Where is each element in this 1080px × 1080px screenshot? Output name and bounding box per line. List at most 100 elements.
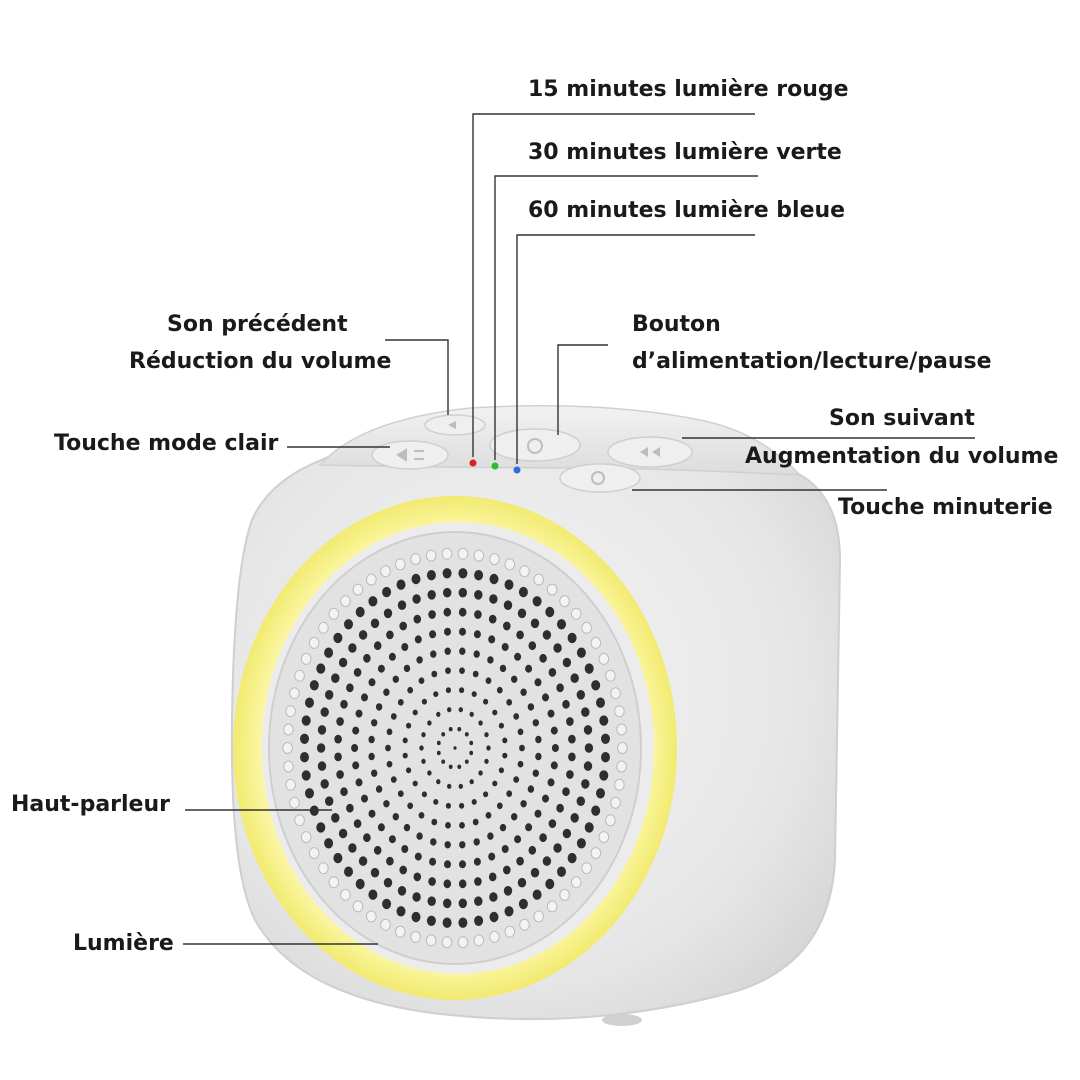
speaker-hole bbox=[444, 647, 451, 655]
leader-power bbox=[557, 344, 608, 435]
speaker-hole bbox=[566, 717, 574, 726]
speaker-hole bbox=[504, 558, 516, 571]
speaker-hole bbox=[484, 732, 489, 738]
speaker-hole bbox=[426, 915, 436, 926]
speaker-hole bbox=[459, 841, 466, 849]
speaker-hole bbox=[383, 608, 393, 619]
speaker-hole bbox=[320, 779, 329, 789]
speaker-hole bbox=[283, 723, 294, 736]
speaker-hole bbox=[371, 769, 378, 777]
speaker-hole bbox=[488, 614, 497, 624]
speaker-hole bbox=[542, 630, 552, 640]
speaker-hole bbox=[443, 587, 452, 598]
speaker-hole bbox=[496, 686, 503, 694]
speaker-hole bbox=[316, 663, 326, 674]
speaker-hole bbox=[433, 799, 439, 805]
label-volume-down: Réduction du volume bbox=[129, 349, 392, 374]
speaker-hole bbox=[473, 630, 481, 639]
speaker-hole bbox=[533, 910, 545, 923]
speaker-hole bbox=[371, 719, 378, 727]
speaker-hole bbox=[355, 778, 363, 787]
speaker-hole bbox=[498, 722, 504, 729]
speaker-hole bbox=[368, 735, 375, 744]
speaker-hole bbox=[471, 691, 477, 697]
speaker-hole bbox=[528, 641, 537, 651]
speaker-hole bbox=[545, 606, 555, 618]
speaker-hole bbox=[411, 911, 421, 923]
speaker-hole bbox=[566, 770, 574, 779]
speaker-hole bbox=[548, 819, 557, 828]
speaker-hole bbox=[305, 788, 314, 799]
speaker-hole bbox=[301, 715, 311, 726]
speaker-hole bbox=[413, 872, 422, 882]
speaker-hole bbox=[406, 722, 412, 729]
speaker-hole bbox=[328, 876, 340, 889]
speaker-hole bbox=[550, 726, 558, 735]
speaker-hole bbox=[403, 823, 411, 832]
speaker-hole bbox=[445, 667, 451, 674]
speaker-hole bbox=[344, 619, 353, 630]
speaker-hole bbox=[401, 643, 409, 651]
speaker-hole bbox=[489, 553, 500, 566]
speaker-hole bbox=[557, 619, 566, 630]
speaker-hole bbox=[300, 752, 309, 763]
leader-red bbox=[472, 113, 755, 457]
label-light-mode: Touche mode clair bbox=[54, 431, 279, 456]
speaker-hole bbox=[316, 743, 326, 753]
speaker-hole bbox=[489, 573, 499, 585]
speaker-hole bbox=[478, 770, 483, 776]
speaker-hole bbox=[469, 750, 474, 756]
speaker-hole bbox=[340, 699, 348, 709]
speaker-hole bbox=[300, 831, 312, 844]
speaker-hole bbox=[368, 678, 376, 687]
speaker-hole bbox=[459, 860, 466, 869]
speaker-hole bbox=[351, 744, 359, 752]
speaker-hole bbox=[338, 657, 348, 668]
speaker-hole bbox=[504, 925, 516, 938]
speaker-hole bbox=[406, 767, 412, 774]
speaker-hole bbox=[388, 835, 396, 844]
speaker-hole bbox=[331, 673, 340, 683]
speaker-hole bbox=[355, 606, 365, 618]
speaker-hole bbox=[421, 758, 426, 764]
speaker-hole bbox=[576, 796, 585, 806]
speaker-hole bbox=[445, 802, 451, 809]
speaker-hole bbox=[511, 813, 518, 821]
speaker-hole bbox=[488, 852, 496, 861]
speaker-hole bbox=[294, 669, 305, 682]
speaker-hole bbox=[517, 728, 524, 736]
speaker-hole bbox=[601, 733, 610, 744]
speaker-hole bbox=[514, 835, 522, 844]
speaker-hole bbox=[370, 618, 380, 629]
speaker-hole bbox=[559, 888, 570, 901]
speaker-hole bbox=[390, 713, 397, 720]
speaker-hole bbox=[436, 779, 441, 785]
speaker-hole bbox=[325, 690, 334, 700]
speaker-hole bbox=[352, 583, 364, 596]
speaker-hole bbox=[370, 867, 380, 878]
speaker-hole bbox=[392, 675, 399, 683]
speaker-hole bbox=[457, 547, 469, 560]
speaker-hole bbox=[534, 678, 542, 687]
speaker-hole bbox=[459, 802, 465, 809]
speaker-hole bbox=[397, 699, 404, 706]
speaker-hole bbox=[517, 760, 524, 768]
speaker-hole bbox=[418, 677, 425, 684]
speaker-hole bbox=[506, 699, 513, 706]
speaker-hole bbox=[487, 832, 494, 840]
speaker-hole bbox=[520, 688, 527, 696]
speaker-hole bbox=[416, 656, 423, 664]
speaker-hole bbox=[518, 898, 528, 910]
speaker-hole bbox=[581, 862, 592, 875]
speaker-hole bbox=[474, 896, 483, 906]
speaker-hole bbox=[397, 790, 404, 797]
speaker-hole bbox=[410, 930, 421, 943]
prev-icon bbox=[448, 421, 456, 429]
speaker-hole bbox=[318, 862, 329, 875]
speaker-hole bbox=[396, 906, 406, 917]
speaker-hole bbox=[407, 802, 414, 810]
speaker-hole bbox=[428, 877, 436, 886]
speaker-hole bbox=[525, 664, 533, 673]
speaker-hole bbox=[568, 734, 576, 744]
timer-icon bbox=[591, 471, 605, 485]
